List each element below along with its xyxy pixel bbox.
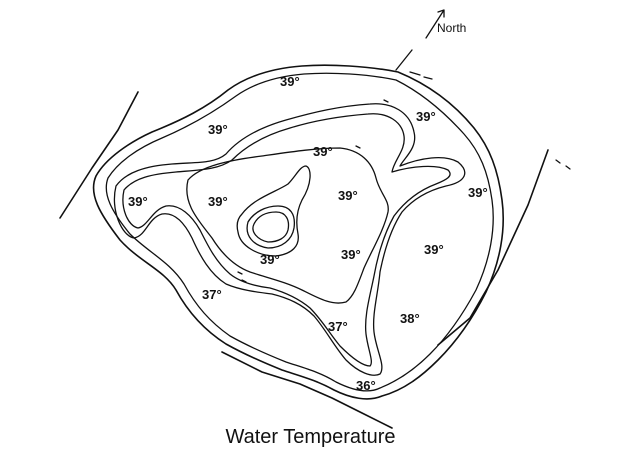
road-dash-right <box>555 159 571 170</box>
temp-label: 39° <box>208 122 228 137</box>
temp-label: 37° <box>328 319 348 334</box>
temp-label: 39° <box>208 194 228 209</box>
shore-line-left <box>59 91 139 219</box>
temp-label: 39° <box>416 109 436 124</box>
inner-shoreline <box>105 72 494 392</box>
north-arrow-icon <box>425 9 445 39</box>
north-label: North <box>437 21 466 35</box>
temp-label: 39° <box>338 188 358 203</box>
inlet-top <box>395 49 433 80</box>
deep-contour-mid <box>246 205 296 249</box>
temp-label: 39° <box>280 74 300 89</box>
temp-label: 39° <box>128 194 148 209</box>
shore-line-right <box>437 149 549 346</box>
north-arrow: North <box>425 9 466 39</box>
temperature-labels: 39° 39° 39° 39° 39° 39° 39° 39° 39° 39° … <box>128 74 488 393</box>
temp-label: 39° <box>313 144 333 159</box>
temp-label: 39° <box>424 242 444 257</box>
shore-line-bottom <box>221 351 393 429</box>
deep-contour-inner <box>252 211 290 243</box>
shallow-contour-inner <box>122 113 451 367</box>
map-title: Water Temperature <box>225 426 396 448</box>
temp-label: 38° <box>400 311 420 326</box>
temp-label: 36° <box>356 378 376 393</box>
lake-boundary <box>92 64 505 400</box>
contour-ticks <box>237 99 389 283</box>
basin-contour <box>186 147 389 304</box>
temp-label: 39° <box>260 252 280 267</box>
temp-label: 39° <box>468 185 488 200</box>
deep-contour-outer <box>236 165 311 257</box>
shallow-contour <box>113 103 466 376</box>
temp-label: 37° <box>202 287 222 302</box>
temp-label: 39° <box>341 247 361 262</box>
